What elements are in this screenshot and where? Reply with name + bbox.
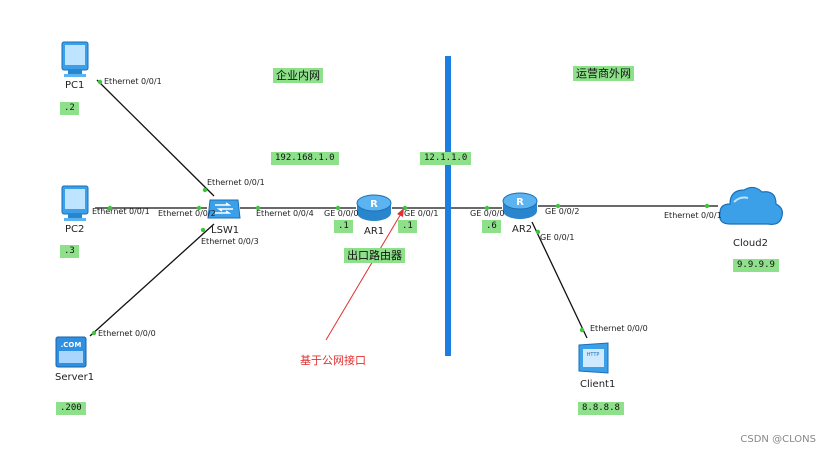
device-label-lsw1: LSW1 (211, 225, 240, 236)
port-label-lsw1-e001: Ethernet 0/0/1 (207, 178, 265, 187)
network-wan: 12.1.1.0 (420, 152, 472, 165)
device-label-server1: Server1 (55, 372, 95, 383)
port-label-pc1-e001: Ethernet 0/0/1 (104, 77, 162, 86)
zone-divider (445, 56, 451, 356)
address-cloud2: 9.9.9.9 (733, 259, 779, 272)
device-label-pc2: PC2 (65, 224, 85, 235)
annotation-arrowhead (397, 208, 404, 217)
device-label-pc1: PC1 (65, 80, 85, 91)
device-label-ar1: AR1 (364, 226, 385, 237)
address-ar1-g000: .1 (334, 220, 353, 233)
address-pc2: .3 (60, 245, 79, 258)
svg-text:HTTP: HTTP (587, 352, 600, 358)
annotation-arrow (325, 211, 403, 341)
address-client1: 8.8.8.8 (578, 402, 624, 415)
cloud-icon[interactable] (716, 180, 786, 232)
svg-text:.COM: .COM (61, 341, 82, 349)
address-ar2-g000: .6 (482, 220, 501, 233)
client-icon[interactable]: HTTP (576, 341, 612, 377)
port-label-ar1-g001: GE 0/0/1 (404, 209, 439, 218)
server-icon[interactable]: .COM (54, 335, 90, 371)
port-label-client1-e000: Ethernet 0/0/0 (590, 324, 648, 333)
pc2-icon[interactable] (56, 184, 96, 224)
port-label-lsw1-e002: Ethernet 0/0/2 (158, 209, 216, 218)
router-icon[interactable]: R (355, 191, 393, 225)
port-label-pc2-e001: Ethernet 0/0/1 (92, 207, 150, 216)
svg-text:R: R (516, 197, 524, 208)
device-label-ar2: AR2 (512, 224, 533, 235)
network-lan: 192.168.1.0 (271, 152, 339, 165)
device-label-client1: Client1 (580, 379, 616, 390)
pc1-icon[interactable] (56, 40, 96, 80)
port-label-ar2-g002: GE 0/0/2 (545, 207, 580, 216)
watermark: CSDN @CLONS (740, 434, 816, 445)
svg-text:R: R (370, 199, 378, 210)
link-server1-lsw1[interactable] (89, 223, 215, 337)
port-label-ar2-g000: GE 0/0/0 (470, 209, 505, 218)
public-interface-note: 基于公网接口 (300, 354, 366, 367)
zone-label-internal: 企业内网 (273, 68, 323, 83)
address-pc1: .2 (60, 102, 79, 115)
zone-label-external: 运营商外网 (573, 66, 634, 81)
address-server1: .200 (56, 402, 86, 415)
port-indicators (91, 79, 710, 336)
switch-icon[interactable] (206, 194, 242, 224)
port-label-server1-e000: Ethernet 0/0/0 (98, 329, 156, 338)
link-ar2-client1[interactable] (531, 221, 588, 339)
device-label-cloud2: Cloud2 (733, 238, 768, 249)
egress-router-label: 出口路由器 (344, 248, 405, 263)
address-ar1-g001: .1 (398, 220, 417, 233)
port-label-ar1-g000: GE 0/0/0 (324, 209, 359, 218)
port-label-cloud2-e001: Ethernet 0/0/1 (664, 211, 722, 220)
router-icon[interactable]: R (501, 189, 539, 223)
link-pc1-lsw1[interactable] (96, 79, 215, 197)
port-label-lsw1-e004: Ethernet 0/0/4 (256, 209, 314, 218)
port-label-ar2-g001: GE 0/0/1 (540, 233, 575, 242)
port-label-lsw1-e003: Ethernet 0/0/3 (201, 237, 259, 246)
